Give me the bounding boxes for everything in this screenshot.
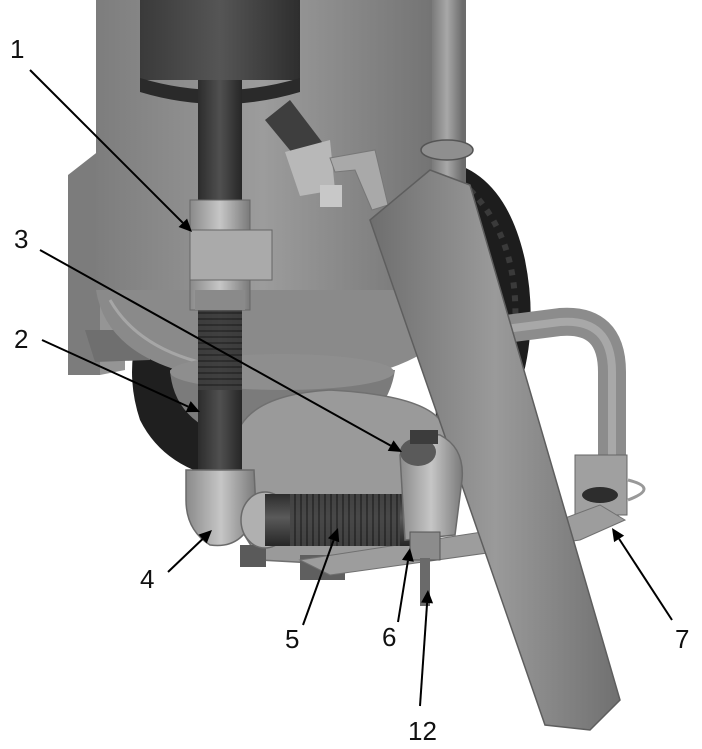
leader-arrowhead-2	[185, 401, 200, 413]
leader-arrowhead-5	[327, 528, 340, 543]
callout-number-6: 6	[382, 622, 396, 652]
leader-arrowhead-6	[401, 548, 414, 562]
elbow-fitting-right	[399, 430, 464, 541]
callout-number-3: 3	[14, 224, 28, 254]
leader-line-2	[41, 339, 189, 408]
ball-valve	[265, 100, 389, 211]
callout-number-7: 7	[675, 624, 689, 654]
callout-number-2: 2	[14, 324, 28, 354]
leader-arrowhead-1	[178, 218, 192, 232]
leader-arrowhead-7	[612, 528, 625, 543]
pipe-coupling	[189, 199, 273, 311]
leader-line-1	[29, 69, 184, 224]
callout-leaders	[29, 69, 673, 707]
callout-number-4: 4	[140, 564, 154, 594]
leader-line-4	[167, 538, 204, 573]
callout-number-5: 5	[285, 624, 299, 654]
leader-arrowhead-3	[387, 440, 402, 452]
return-pipe	[418, 307, 646, 516]
leader-line-12	[419, 602, 429, 707]
leader-line-7	[618, 538, 673, 621]
bottom-fitting	[409, 531, 441, 606]
leader-line-5	[302, 539, 335, 626]
horizontal-pipe-nipple	[265, 494, 415, 546]
cart-handle	[369, 169, 621, 731]
leader-arrowhead-4	[198, 530, 212, 544]
leader-line-3	[39, 249, 392, 447]
leader-line-6	[397, 560, 409, 623]
callout-number-12: 12	[408, 716, 437, 746]
callout-number-1: 1	[10, 34, 24, 64]
leader-arrowhead-12	[421, 590, 434, 604]
